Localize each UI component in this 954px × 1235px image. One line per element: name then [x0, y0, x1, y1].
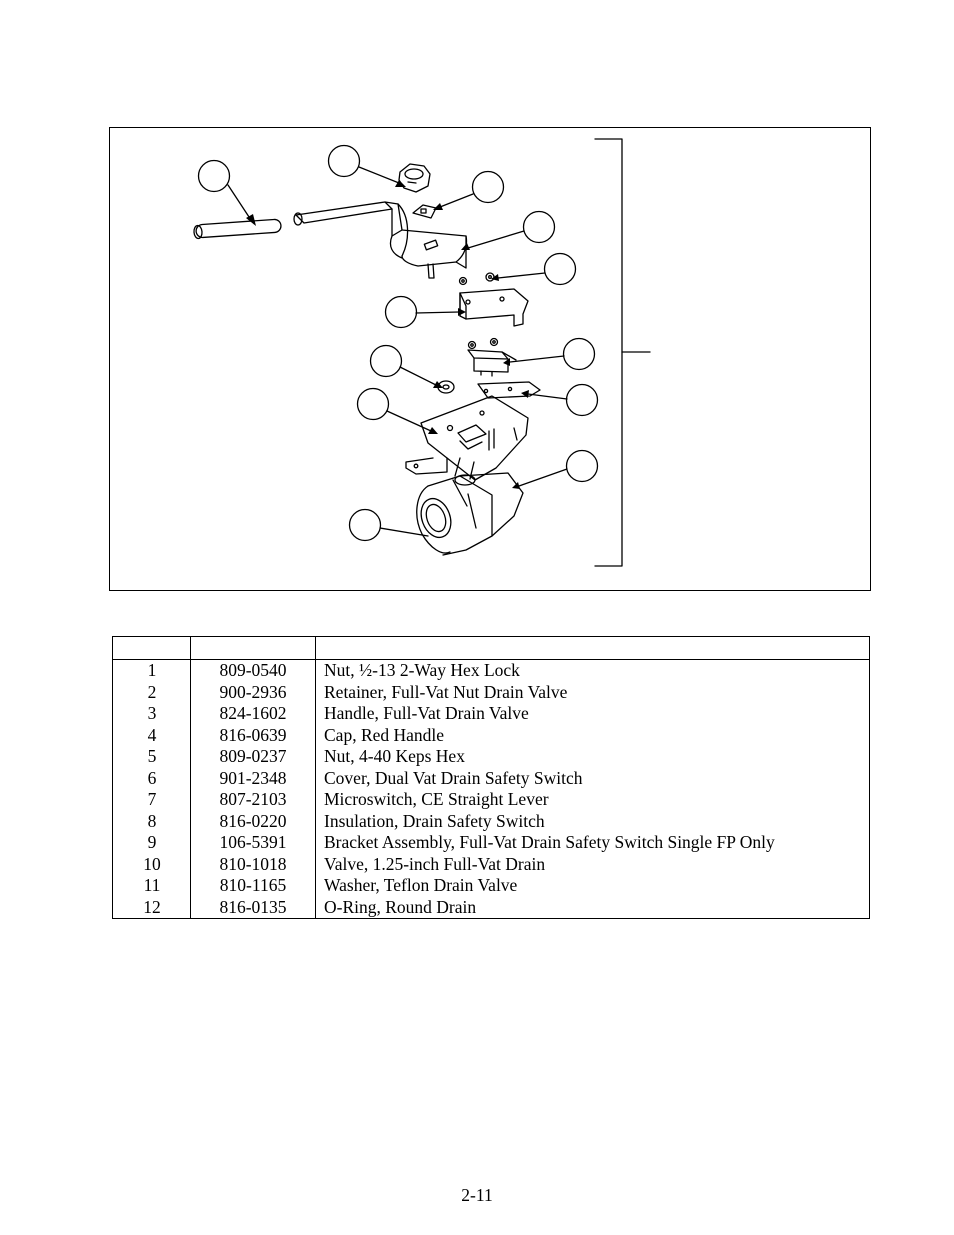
o-ring-part	[193, 218, 282, 240]
item-number-cell: 4	[147, 724, 157, 745]
component-cell: Nut, ½-13 2-Way Hex Lock	[324, 660, 520, 680]
component-cell: Retainer, Full-Vat Nut Drain Valve	[324, 681, 568, 702]
microswitch-part	[467, 349, 517, 377]
part-number-cell: 816-0639	[219, 724, 287, 745]
part-number-cell: 901-2348	[219, 767, 287, 788]
callout-balloons	[197, 144, 599, 542]
component-cell: Cover, Dual Vat Drain Safety Switch	[324, 767, 583, 788]
component-cell: Washer, Teflon Drain Valve	[324, 875, 518, 895]
item-number-cell: 12	[143, 896, 161, 917]
table-body: 1 809-0540 Nut, ½-13 2-Way Hex Lock 2 900-29…	[113, 660, 869, 918]
table-row: 3 824-1602 Handle, Full-Vat Drain Valve	[113, 703, 869, 725]
component-cell: Valve, 1.25-inch Full-Vat Drain	[324, 853, 546, 874]
table-row: 11 810-1165 Washer, Teflon Drain Valve	[113, 875, 869, 897]
part-number-cell: 824-1602	[219, 703, 287, 723]
part-number-cell: 809-0540	[219, 660, 287, 680]
handle-part	[293, 201, 468, 279]
item-number-cell: 7	[147, 789, 157, 809]
cover-part	[459, 288, 529, 327]
part-number-cell: 809-0237	[219, 746, 287, 766]
component-cell: Microswitch, CE Straight Lever	[324, 789, 549, 809]
component-cell: Nut, 4-40 Keps Hex	[324, 746, 465, 766]
table-row: 1 809-0540 Nut, ½-13 2-Way Hex Lock	[113, 660, 869, 682]
parts-list-table: 1 809-0540 Nut, ½-13 2-Way Hex Lock 2 900-29…	[112, 636, 870, 919]
part-number-cell: 106-5391	[219, 832, 287, 852]
table-row: 7 807-2103 Microswitch, CE Straight Lever	[113, 789, 869, 811]
column-divider	[190, 637, 191, 918]
item-number-cell: 8	[147, 810, 157, 831]
insulation-part	[477, 381, 541, 399]
table-row: 8 816-0220 Insulation, Drain Safety Switch	[113, 811, 869, 833]
component-cell: Cap, Red Handle	[324, 724, 445, 745]
table-header-row	[113, 637, 869, 660]
drain-valve-exploded-drawing	[193, 138, 651, 567]
item-number-cell: 5	[147, 746, 157, 766]
item-number-cell: 2	[147, 681, 157, 702]
small-nuts	[458, 272, 499, 350]
drain-valve-body-part	[416, 457, 524, 556]
item-number-cell: 10	[143, 853, 161, 874]
component-cell: Bracket Assembly, Full-Vat Drain Safety …	[324, 832, 775, 852]
component-cell: Insulation, Drain Safety Switch	[324, 810, 545, 831]
item-number-cell: 6	[147, 767, 157, 788]
part-number-cell: 807-2103	[219, 789, 287, 809]
part-number-cell: 900-2936	[219, 681, 287, 702]
part-number-cell: 816-0220	[219, 810, 287, 831]
retainer-part	[412, 204, 437, 219]
table-row: 5 809-0237 Nut, 4-40 Keps Hex	[113, 746, 869, 768]
leader-lines	[227, 166, 568, 537]
table-row: 4 816-0639 Cap, Red Handle	[113, 725, 869, 747]
part-number-cell: 810-1018	[219, 853, 287, 874]
exploded-view-figure	[109, 127, 871, 591]
component-cell: Handle, Full-Vat Drain Valve	[324, 703, 529, 723]
bracket-assembly-part	[405, 395, 529, 481]
table-row: 2 900-2936 Retainer, Full-Vat Nut Drain Va…	[113, 682, 869, 704]
table-row: 6 901-2348 Cover, Dual Vat Drain Safety Sw…	[113, 768, 869, 790]
item-number-cell: 1	[147, 660, 157, 680]
item-number-cell: 3	[147, 703, 157, 723]
column-divider	[315, 637, 316, 918]
table-row: 9 106-5391 Bracket Assembly, Full-Vat Drai…	[113, 832, 869, 854]
page-number: 2-11	[461, 1185, 493, 1205]
part-number-cell: 810-1165	[219, 875, 287, 895]
hex-nut-part	[398, 163, 431, 193]
arrowheads	[246, 180, 529, 489]
washer-part	[437, 380, 455, 394]
table-row: 12 816-0135 O-Ring, Round Drain	[113, 897, 869, 919]
table-row: 10 810-1018 Valve, 1.25-inch Full-Vat Drai…	[113, 854, 869, 876]
part-number-cell: 816-0135	[219, 896, 287, 917]
item-number-cell: 9	[147, 832, 157, 852]
component-cell: O-Ring, Round Drain	[324, 896, 477, 917]
assembly-bracket	[594, 138, 651, 567]
item-number-cell: 11	[143, 875, 161, 895]
